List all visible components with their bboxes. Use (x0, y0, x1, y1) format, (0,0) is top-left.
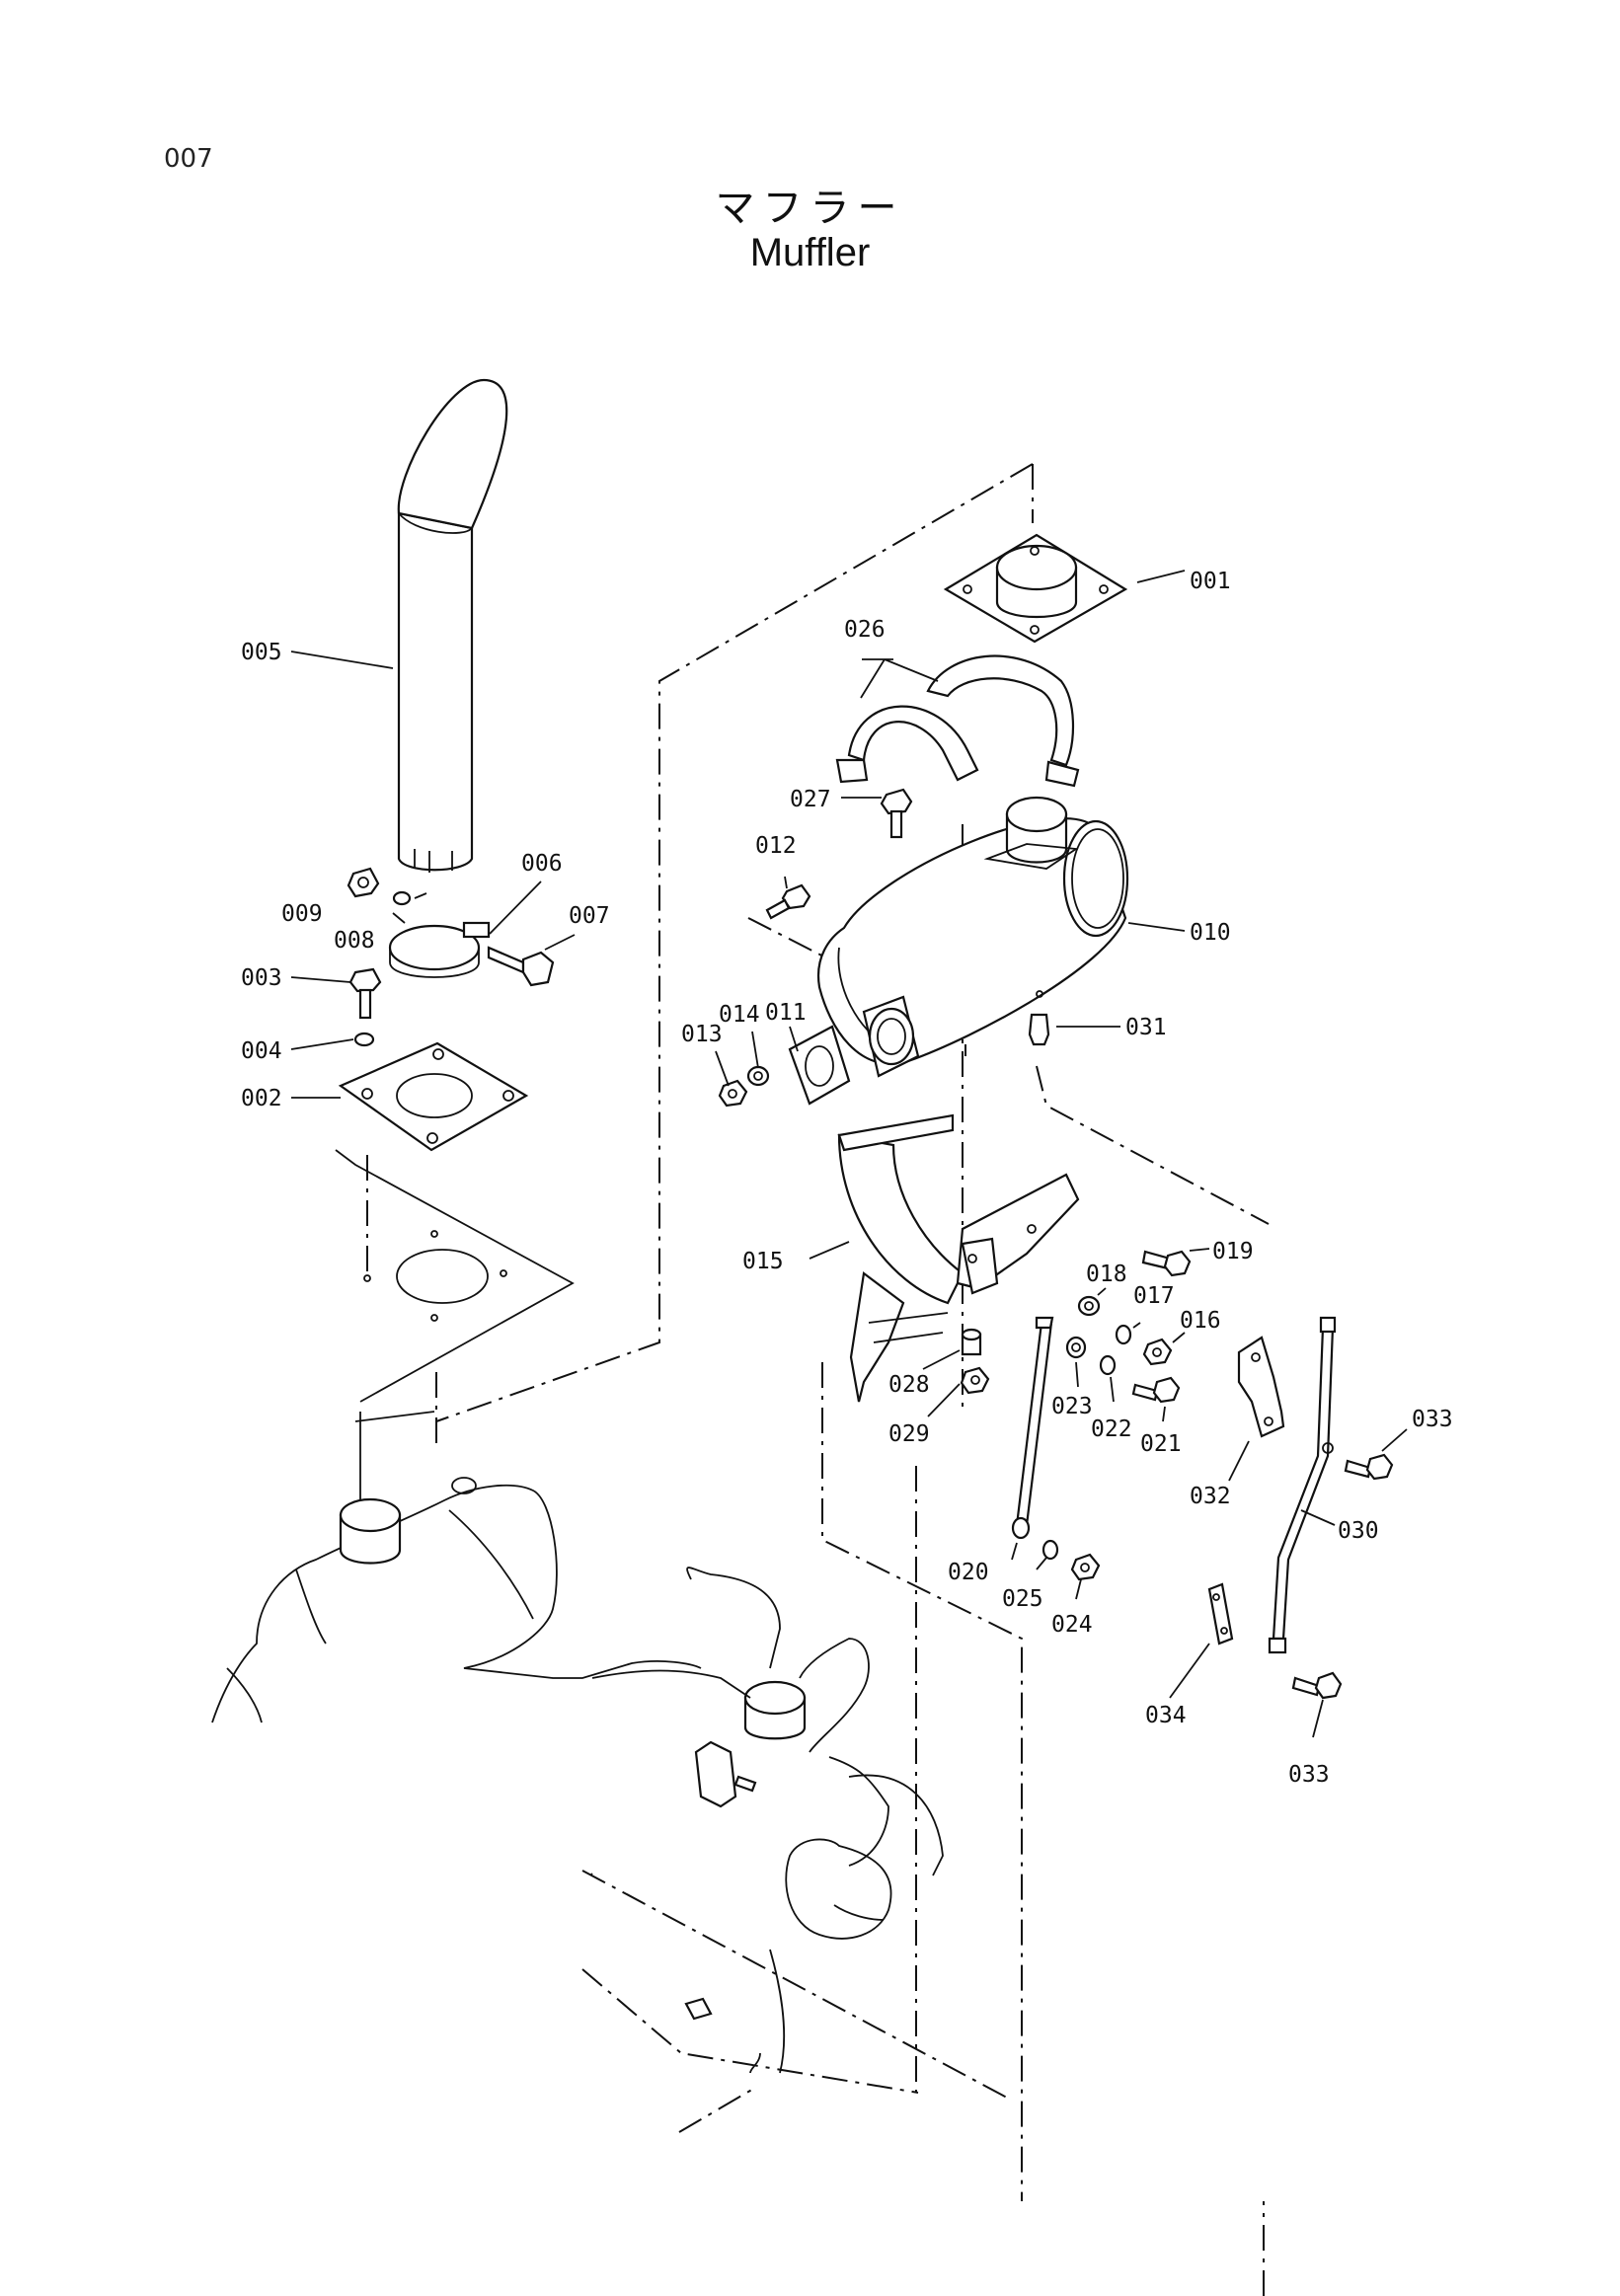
nut-028 (961, 1328, 982, 1356)
part-label-028: 028 (888, 1372, 930, 1398)
bolt-027 (880, 788, 913, 839)
page-number: 007 (164, 144, 213, 174)
page-title-japanese: マフラー (715, 186, 905, 231)
part-label-009: 009 (281, 901, 323, 927)
part-label-011: 011 (765, 1000, 807, 1026)
part-label-031: 031 (1125, 1015, 1167, 1040)
part-label-004: 004 (241, 1038, 282, 1064)
clamp-bolt (487, 946, 555, 987)
assembly-guide-lines (366, 463, 1270, 2296)
part-label-029: 029 (888, 1421, 930, 1447)
bolt-033-lower (1291, 1671, 1343, 1700)
part-label-032: 032 (1190, 1484, 1231, 1509)
page-title: Muffler (749, 231, 871, 274)
part-label-026: 026 (844, 617, 886, 643)
part-label-033-upper: 033 (1412, 1407, 1453, 1432)
stay-rod-020 (1011, 1316, 1054, 1540)
part-label-030: 030 (1338, 1518, 1379, 1544)
exhaust-pipe (397, 378, 508, 873)
part-number-labels: 001 002 003 004 005 006 007 008 009 010 … (241, 569, 1453, 1788)
part-label-002: 002 (241, 1086, 282, 1111)
nut-024 (1070, 1553, 1101, 1581)
lock-washer-022 (1099, 1354, 1117, 1376)
bolt-033-upper (1344, 1453, 1394, 1481)
bolt-019 (1141, 1250, 1192, 1277)
gasket-011 (788, 1025, 851, 1106)
part-label-033-lower: 033 (1288, 1762, 1330, 1788)
nut-009 (347, 867, 380, 898)
part-label-018: 018 (1086, 1262, 1127, 1287)
washer-004 (353, 1032, 375, 1047)
drain-plug-031 (1028, 990, 1050, 1046)
part-label-027: 027 (790, 787, 831, 812)
bolt-003 (348, 967, 382, 1020)
part-label-022: 022 (1091, 1416, 1132, 1442)
part-label-024: 024 (1051, 1612, 1093, 1638)
lock-washer-025 (1041, 1539, 1059, 1561)
muffler-body (816, 796, 1129, 1078)
plate-034 (1207, 1582, 1234, 1645)
muffler-cover-001 (943, 533, 1128, 644)
part-label-015: 015 (742, 1249, 784, 1274)
gasket-002 (338, 1041, 529, 1152)
leader-lines (290, 570, 1408, 1738)
washer-018 (1077, 1295, 1101, 1317)
nut-013 (718, 1079, 748, 1108)
part-label-010: 010 (1190, 920, 1231, 946)
part-label-021: 021 (1140, 1431, 1182, 1457)
pipe-clamp (388, 921, 491, 978)
part-label-008: 008 (334, 928, 375, 954)
nut-016 (1142, 1338, 1173, 1366)
part-label-006: 006 (521, 851, 563, 877)
bolt-012 (765, 883, 811, 920)
part-label-020: 020 (948, 1560, 989, 1585)
part-label-003: 003 (241, 965, 282, 991)
part-label-025: 025 (1002, 1586, 1043, 1612)
bracket-032 (1237, 1336, 1285, 1438)
bolt-021 (1131, 1376, 1181, 1404)
lock-washer-017 (1115, 1324, 1132, 1345)
part-label-001: 001 (1190, 569, 1231, 594)
lock-washer-008 (392, 890, 412, 906)
pipe-030 (1268, 1316, 1337, 1654)
part-label-016: 016 (1180, 1308, 1221, 1334)
part-label-017: 017 (1133, 1283, 1175, 1309)
part-label-012: 012 (755, 833, 797, 859)
part-label-013: 013 (681, 1022, 723, 1047)
part-label-007: 007 (569, 903, 610, 929)
part-label-014: 014 (719, 1002, 760, 1028)
part-label-023: 023 (1051, 1394, 1093, 1419)
engine-outline (211, 1477, 944, 2074)
washer-014 (746, 1065, 770, 1087)
part-label-005: 005 (241, 640, 282, 665)
muffler-bracket-015 (837, 1113, 1080, 1403)
engine-flange-plate (335, 1149, 575, 1550)
part-label-019: 019 (1212, 1239, 1254, 1264)
muffler-straps (835, 654, 1080, 788)
washer-023 (1065, 1336, 1087, 1359)
nut-029 (960, 1366, 990, 1395)
part-label-034: 034 (1145, 1703, 1187, 1728)
